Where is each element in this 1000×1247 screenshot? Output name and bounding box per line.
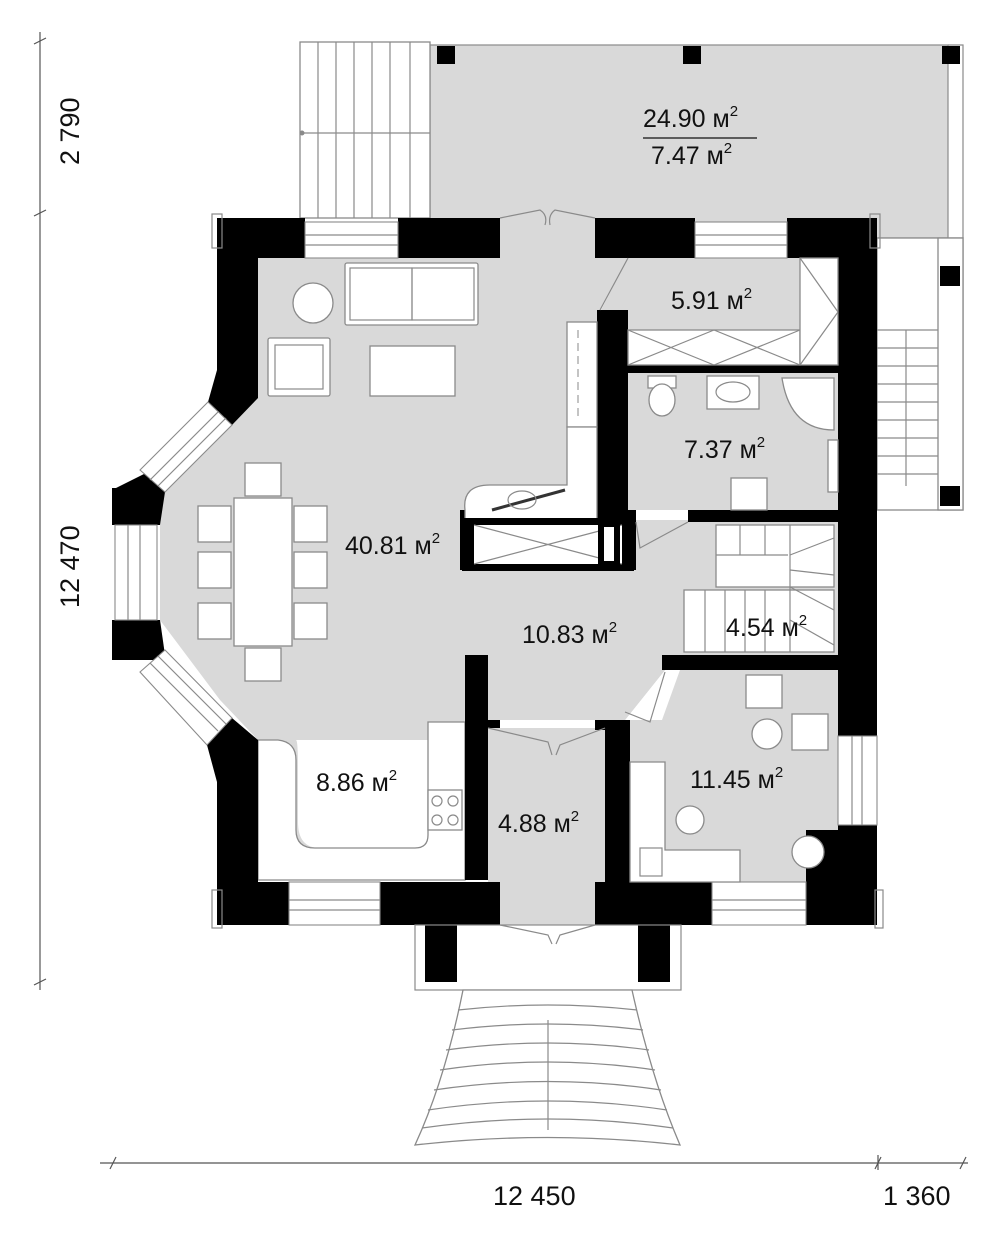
doors	[487, 209, 689, 945]
kitchen-counter	[257, 721, 466, 881]
side-table	[292, 282, 334, 324]
kitchen-area: 8.86 м2	[316, 767, 397, 797]
toilet	[648, 383, 676, 417]
dimension-labels: 2 790 12 470 12 450 1 360	[55, 97, 951, 1211]
dining-chair	[293, 602, 328, 640]
dining-chair	[244, 462, 282, 497]
dimension-lines	[33, 32, 968, 1170]
terrace-steps-left	[299, 41, 431, 219]
dim-top-left: 2 790	[55, 97, 85, 165]
terrace	[299, 41, 964, 239]
stairs-area: 4.54 м2	[726, 612, 807, 642]
dining-chair	[293, 505, 328, 543]
interior-stair	[683, 524, 835, 653]
vestibule-area: 5.91 м2	[671, 285, 752, 315]
vestibule-wardrobe	[627, 257, 839, 366]
dining-table	[233, 497, 293, 647]
terrace-total-area: 24.90 м2	[643, 103, 738, 133]
study-side-table	[751, 718, 783, 750]
study-armchair	[791, 713, 829, 751]
bathroom-fixtures	[647, 375, 839, 511]
study-armchair	[745, 674, 783, 709]
entry-area: 4.88 м2	[498, 808, 579, 838]
dining-chair	[244, 647, 282, 682]
study-desk	[629, 761, 741, 883]
bathroom-area: 7.37 м2	[684, 434, 765, 464]
dining-chair	[197, 551, 232, 589]
walls	[112, 218, 877, 982]
office-chair	[675, 805, 705, 835]
cabinet	[730, 477, 768, 511]
dining-chair	[293, 551, 328, 589]
study-furniture	[629, 674, 829, 883]
dining-chair	[197, 505, 232, 543]
windows	[114, 213, 884, 929]
plant	[791, 835, 825, 869]
radiator	[827, 439, 839, 493]
study-area: 11.45 м2	[690, 764, 783, 794]
shower	[781, 377, 835, 431]
coffee-table	[369, 345, 456, 397]
dim-bottom: 12 450	[493, 1181, 576, 1211]
dining-chair	[197, 602, 232, 640]
dim-left: 12 470	[55, 525, 85, 608]
terrace-covered-area: 7.47 м2	[651, 140, 732, 170]
washbasin	[706, 375, 760, 410]
room-labels: 24.90 м2 7.47 м2 5.91 м2 7.37 м2 40.81 м…	[316, 103, 807, 838]
side-stair	[876, 237, 964, 511]
entrance-porch	[413, 924, 682, 1146]
living-furniture	[197, 262, 634, 682]
living-area: 40.81 м2	[345, 530, 440, 560]
wardrobe	[566, 321, 598, 428]
hall-area: 10.83 м2	[522, 619, 617, 649]
armchair	[267, 337, 331, 397]
dim-bottom-right: 1 360	[883, 1181, 951, 1211]
